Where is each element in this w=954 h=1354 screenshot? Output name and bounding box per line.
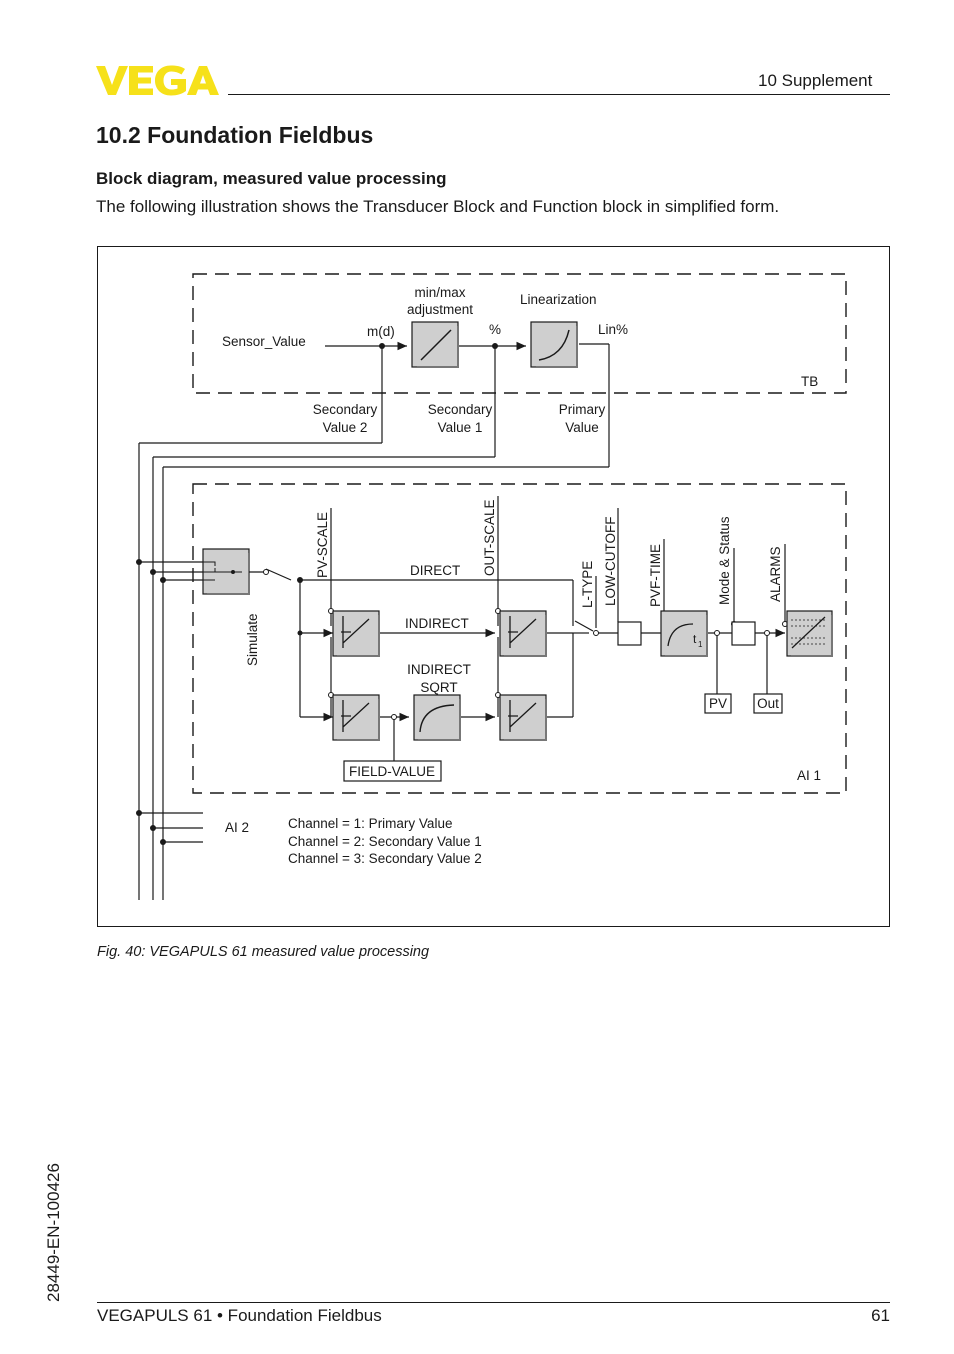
ai2-section: AI 2 Channel = 1: Primary Value Channel … (225, 816, 482, 866)
secondary-value-2-label: Value 2 (323, 420, 368, 435)
percent-label: % (489, 322, 501, 337)
low-cutoff-box (617, 621, 642, 646)
sqrt-block (413, 694, 461, 741)
footer-product: VEGAPULS 61 • Foundation Fieldbus (97, 1306, 382, 1325)
section-title: 10.2 Foundation Fieldbus (96, 122, 374, 148)
direct-label: DIRECT (410, 563, 460, 578)
field-value-box (343, 760, 442, 782)
transducer-block: Sensor_Value m(d) min/max adjustment % L… (139, 273, 847, 468)
primary-value-label: Value (565, 420, 599, 435)
out-scale-label: OUT-SCALE (482, 499, 497, 576)
indirect-sqrt-label: INDIRECT (407, 662, 471, 677)
bus-junctions (136, 559, 166, 845)
linearization-label: Linearization (520, 292, 597, 307)
ai1-dashed-border (192, 483, 847, 794)
page-number: 61 (871, 1306, 890, 1325)
junction-dot (492, 343, 498, 349)
footer-rule (97, 1302, 890, 1303)
channel-legend-item: Channel = 3: Secondary Value 2 (288, 851, 482, 866)
junction-dot (379, 343, 385, 349)
lin-percent-label: Lin% (598, 322, 628, 337)
out-label: Out (757, 696, 779, 711)
time-constant-label: t (693, 632, 697, 646)
minmax-adjustment-block (411, 321, 459, 368)
low-cutoff-label: LOW-CUTOFF (603, 517, 618, 607)
indirect-label: INDIRECT (405, 616, 469, 631)
figure-frame (97, 246, 890, 927)
subheading: Block diagram, measured value processing (96, 169, 447, 188)
pv-scale-block-upper (332, 610, 380, 657)
logo-letter-g (155, 65, 186, 96)
intro-paragraph: The following illustration shows the Tra… (96, 197, 780, 216)
vega-logo (96, 65, 219, 96)
alarms-block (786, 610, 833, 657)
linearization-block (530, 321, 578, 368)
alarms-label: ALARMS (768, 546, 783, 602)
m-d-label: m(d) (367, 324, 395, 339)
mode-status-label: Mode & Status (717, 516, 732, 605)
minmax-label-line2: adjustment (407, 302, 473, 317)
simulate-label: Simulate (245, 613, 260, 666)
secondary-value-1-label: Secondary (428, 402, 493, 417)
channel-selector-block (202, 548, 250, 595)
ai1-block: t 1 DIRECT INDIRECT INDIRECT SQRT FIELD-… (192, 483, 847, 794)
block-diagram: Sensor_Value m(d) min/max adjustment % L… (136, 273, 847, 900)
logo-letter-a (187, 66, 219, 95)
logo-letter-v (96, 66, 128, 95)
l-type-label: L-TYPE (580, 561, 595, 608)
pvf-time-label: PVF-TIME (648, 544, 663, 607)
logo-letter-e (129, 66, 153, 95)
pv-label: PV (709, 696, 727, 711)
channel-legend-item: Channel = 2: Secondary Value 1 (288, 834, 482, 849)
field-value-label: FIELD-VALUE (349, 764, 435, 779)
tb-label: TB (801, 374, 818, 389)
indirect-sqrt-label: SQRT (420, 680, 457, 695)
ai1-label: AI 1 (797, 768, 821, 783)
primary-value-label: Primary (559, 402, 606, 417)
out-scale-block-upper (499, 610, 547, 657)
ai2-label: AI 2 (225, 820, 249, 835)
ai1-junctions (297, 577, 303, 636)
channel-legend-item: Channel = 1: Primary Value (288, 816, 452, 831)
secondary-value-1-label: Value 1 (438, 420, 483, 435)
secondary-value-2-label: Secondary (313, 402, 378, 417)
figure-caption: Fig. 40: VEGAPULS 61 measured value proc… (97, 944, 430, 960)
document-id: 28449-EN-100426 (44, 1163, 63, 1302)
sensor-value-label: Sensor_Value (222, 334, 306, 349)
time-constant-subscript: 1 (698, 640, 703, 649)
pv-scale-label: PV-SCALE (315, 512, 330, 578)
pv-scale-block-lower (332, 694, 380, 741)
minmax-label-line1: min/max (414, 285, 465, 300)
tb-dashed-border (192, 273, 847, 394)
mode-status-box (731, 621, 756, 646)
out-scale-block-lower (499, 694, 547, 741)
pv-output-box (704, 693, 732, 714)
header-rule (228, 94, 890, 95)
header-chapter: 10 Supplement (758, 71, 873, 90)
out-output-box (753, 693, 783, 714)
pvf-time-filter-block: t 1 (660, 610, 708, 657)
